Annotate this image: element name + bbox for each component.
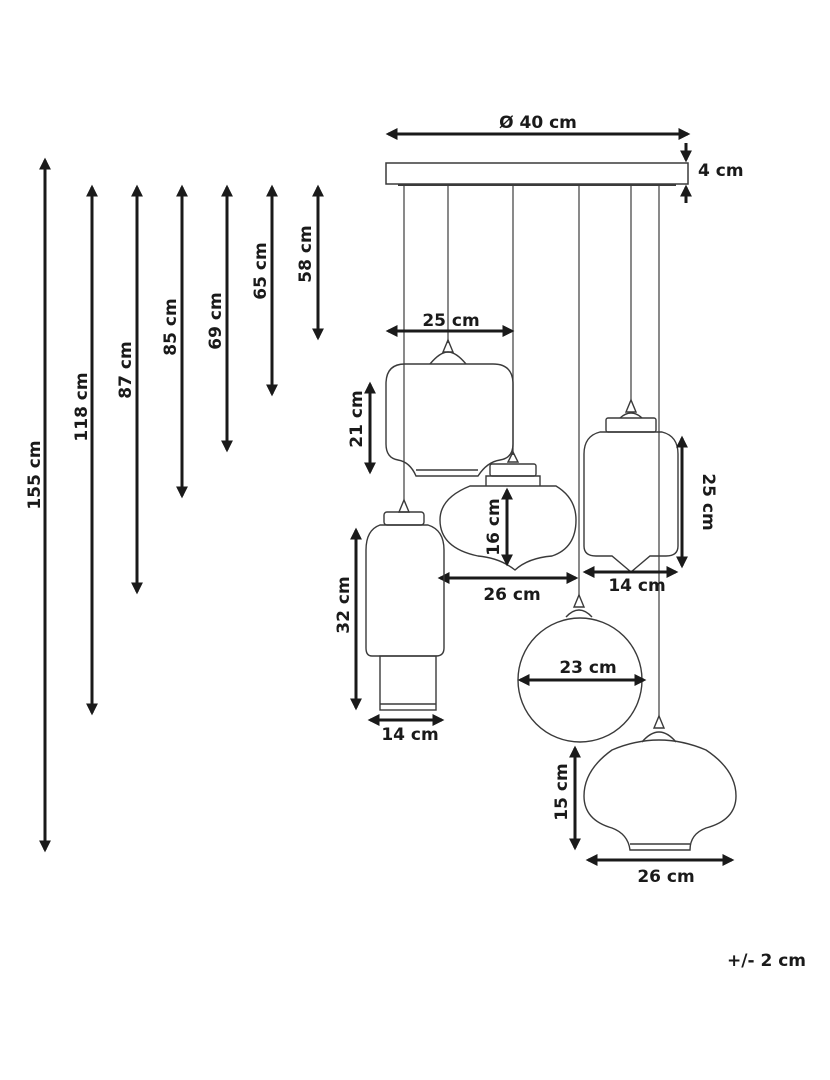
shade-bottom bbox=[583, 714, 737, 851]
hanging-length-arrows bbox=[39, 157, 324, 853]
length-label-118: 118 cm bbox=[72, 372, 92, 441]
length-label-87: 87 cm bbox=[116, 341, 136, 398]
canopy bbox=[385, 162, 689, 186]
shade-right-height-label: 25 cm bbox=[698, 473, 718, 530]
shade-right bbox=[583, 398, 679, 573]
shade-left-height-label: 32 cm bbox=[334, 576, 354, 633]
tolerance-note: +/- 2 cm bbox=[727, 951, 806, 971]
cords bbox=[403, 186, 660, 716]
shade-globe-width-label: 23 cm bbox=[559, 658, 616, 678]
shade-middle-height-label: 16 cm bbox=[484, 498, 504, 555]
shade-top-width-label: 25 cm bbox=[422, 311, 479, 331]
shade-left-width-label: 14 cm bbox=[381, 725, 438, 745]
length-label-58: 58 cm bbox=[296, 225, 316, 282]
length-label-155: 155 cm bbox=[25, 440, 45, 509]
length-label-65: 65 cm bbox=[251, 242, 271, 299]
shade-bottom-height-label: 15 cm bbox=[552, 763, 572, 820]
shade-right-width-label: 14 cm bbox=[608, 576, 665, 596]
canopy-height-label: 4 cm bbox=[698, 161, 744, 181]
shade-bottom-width-label: 26 cm bbox=[637, 867, 694, 887]
shade-left-cylinder bbox=[365, 498, 445, 711]
shade-middle bbox=[439, 450, 577, 571]
shade-middle-width-label: 26 cm bbox=[483, 585, 540, 605]
length-label-69: 69 cm bbox=[206, 292, 226, 349]
shade-top-height-label: 21 cm bbox=[347, 390, 367, 447]
canopy-diameter-label: Ø 40 cm bbox=[499, 113, 577, 133]
shade-top bbox=[385, 338, 514, 477]
length-label-85: 85 cm bbox=[161, 298, 181, 355]
